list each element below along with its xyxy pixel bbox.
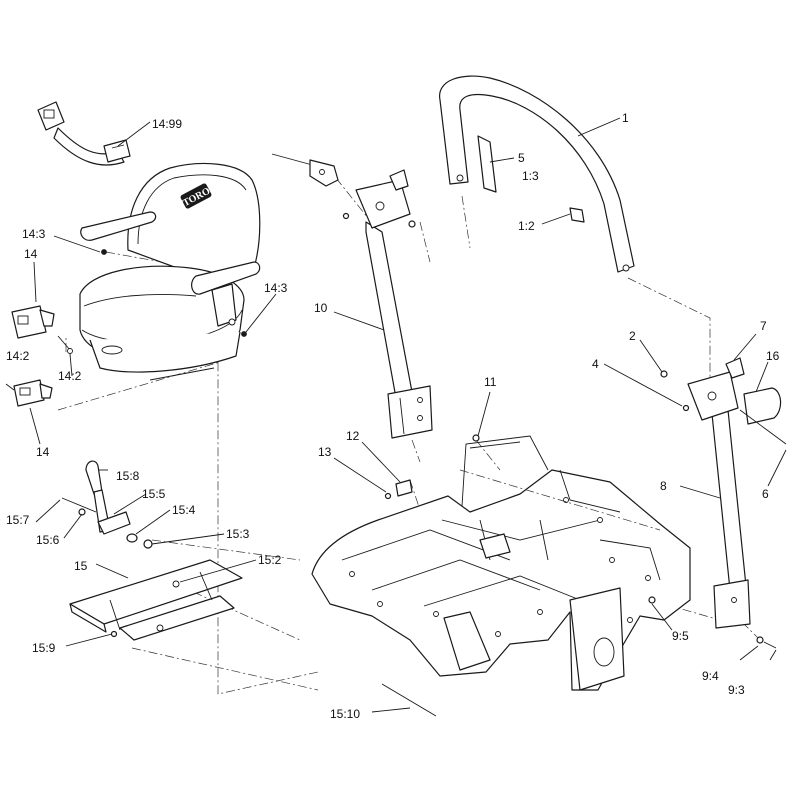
callout-6: 6 [762,487,769,501]
callout-14-2: 14:2 [6,349,30,363]
callout-14-b: 14 [36,445,50,459]
seat-belt [37,101,131,166]
callout-15: 15 [74,559,88,573]
callout-14-3-b: 14:3 [264,281,288,295]
callout-2: 2 [629,329,636,343]
callout-15-9: 15:9 [32,641,56,655]
callout-15-10: 15:10 [330,707,360,721]
callout-15-7: 15:7 [6,513,30,527]
callout-9-4: 9:4 [702,669,719,683]
callout-9-5: 9:5 [672,629,689,643]
callout-14: 14 [24,247,38,261]
rops-hoop [439,75,635,273]
callout-15-8: 15:8 [116,469,140,483]
callout-1-2: 1:2 [518,219,535,233]
callout-5: 5 [518,151,525,165]
callout-14-3: 14:3 [22,227,46,241]
seat: TORO [79,162,261,381]
belt-buckles [5,249,247,407]
park-brake-lever [61,460,153,549]
right-rops-tube [660,357,787,629]
callout-1-3: 1:3 [522,169,539,183]
callout-1: 1 [622,111,629,125]
callout-11: 11 [484,375,497,389]
callout-15-5: 15:5 [142,487,166,501]
leader-lines [29,117,787,713]
callout-14-2-b: 14:2 [58,369,82,383]
callout-7: 7 [760,319,767,333]
callout-4: 4 [592,357,599,371]
callout-15-4: 15:4 [172,503,196,517]
callout-8: 8 [660,479,667,493]
callout-15-2: 15:2 [258,553,282,567]
callout-labels: 1 2 4 5 1:3 1:2 6 7 8 9:3 9:4 9:5 10 11 … [6,111,780,721]
callout-12: 12 [346,429,360,443]
callout-15-6: 15:6 [36,533,60,547]
left-rops-tube [271,153,433,439]
seat-mount-plate [69,559,243,641]
callout-14-99: 14:99 [152,117,182,131]
callout-10: 10 [314,301,328,315]
main-frame [311,435,691,691]
small-hardware [381,434,777,717]
callout-15-3: 15:3 [226,527,250,541]
callout-9-3: 9:3 [728,683,745,697]
callout-16: 16 [766,349,780,363]
callout-13: 13 [318,445,332,459]
